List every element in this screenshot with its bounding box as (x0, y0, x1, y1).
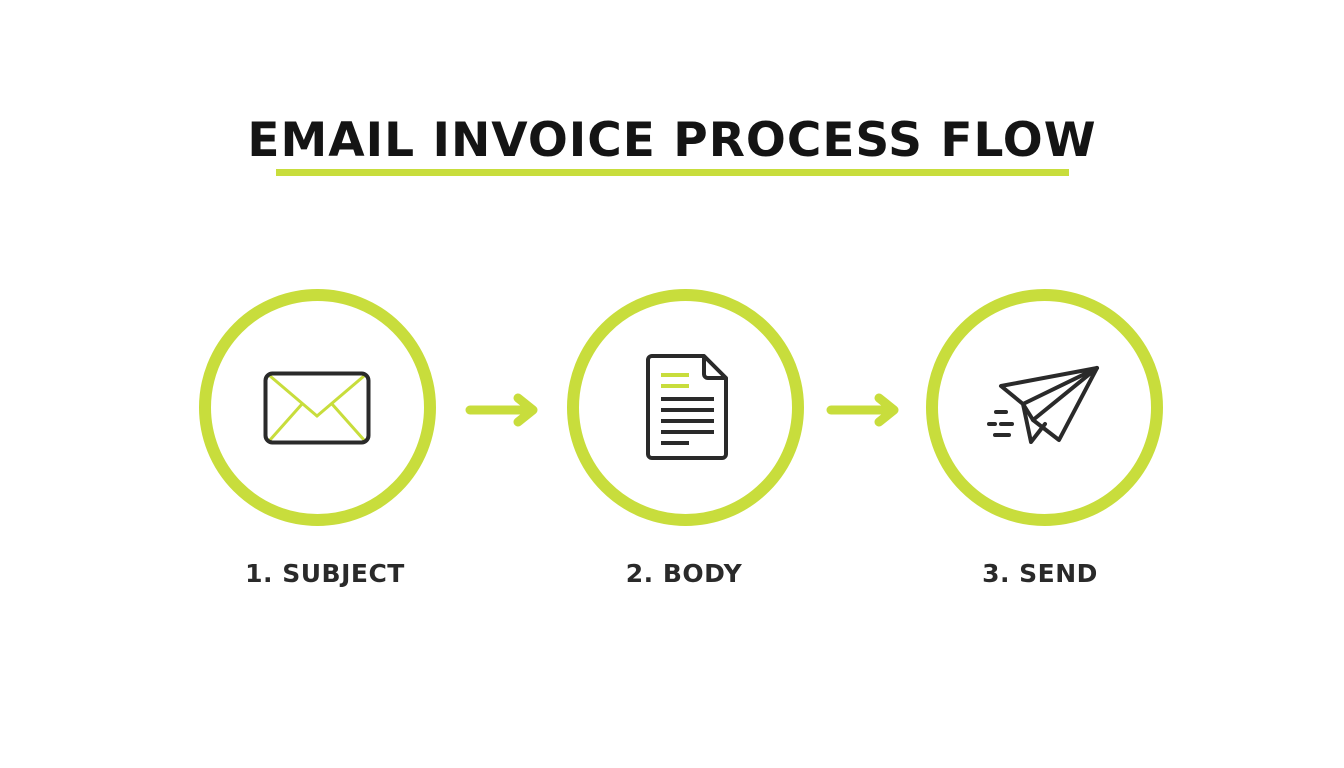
arrow-right-icon (826, 393, 899, 427)
title-underline (276, 169, 1069, 176)
document-icon (646, 354, 728, 460)
step-3-label: 3. SEND (982, 559, 1098, 588)
step-1-label: 1. SUBJECT (245, 559, 405, 588)
envelope-icon (263, 371, 371, 445)
diagram-title: EMAIL INVOICE PROCESS FLOW (247, 113, 1097, 168)
step-2-label: 2. BODY (625, 559, 743, 588)
arrow-right-icon (465, 393, 538, 427)
paper-plane-icon (987, 366, 1099, 444)
